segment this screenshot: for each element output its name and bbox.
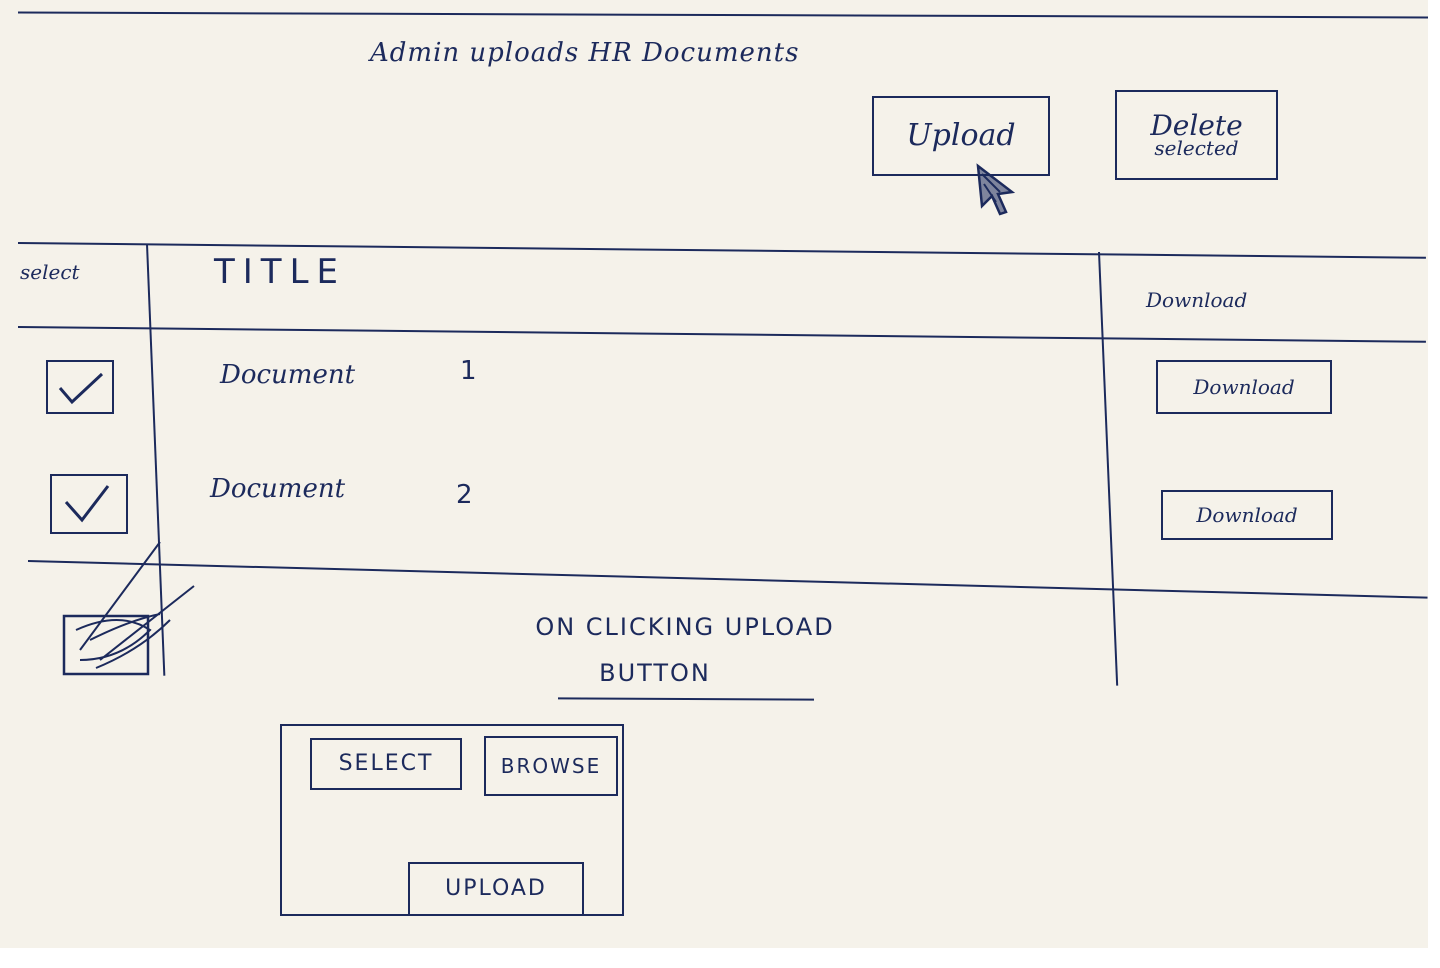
top-divider [18,11,1428,19]
upload-dialog-caption: ON CLICKING UPLOAD BUTTON [500,604,870,696]
row-document-title: Document [210,474,346,504]
browse-button[interactable]: BROWSE [484,736,618,796]
column-header-select: select [20,260,80,284]
caption-line2: BUTTON [599,659,711,687]
row-divider [17,326,1426,343]
row-checkbox[interactable] [46,360,114,414]
column-header-title: TITLE [214,252,346,292]
upload-dialog: SELECT BROWSE UPLOAD [280,724,624,916]
caption-line1: ON CLICKING UPLOAD [535,613,835,641]
checkmark-icon [64,485,110,523]
table-bottom-divider [27,560,1428,599]
row-document-number: 2 [456,480,473,510]
dialog-upload-button[interactable]: UPLOAD [408,862,584,916]
checkmark-icon [58,372,104,405]
select-button[interactable]: SELECT [310,738,462,790]
delete-selected-button[interactable]: Delete selected [1115,90,1278,180]
download-column-divider [1098,251,1119,686]
download-button[interactable]: Download [1156,360,1332,414]
column-header-download: Download [1146,288,1248,312]
row-checkbox[interactable] [50,474,128,534]
sketch-paper: Admin uploads HR Documents Upload Delete… [0,0,1428,948]
delete-selected-label-line2: selected [1154,136,1239,160]
caption-underline [557,697,815,701]
page-title: Admin uploads HR Documents [370,38,800,68]
upload-button[interactable]: Upload [872,96,1050,176]
download-button[interactable]: Download [1161,490,1333,540]
delete-selected-label-line1: Delete [1150,109,1243,142]
row-document-number: 1 [460,356,477,386]
scribbled-checkbox-icon [62,541,195,676]
row-document-title: Document [220,360,356,390]
mouse-pointer-icon [976,163,1016,216]
